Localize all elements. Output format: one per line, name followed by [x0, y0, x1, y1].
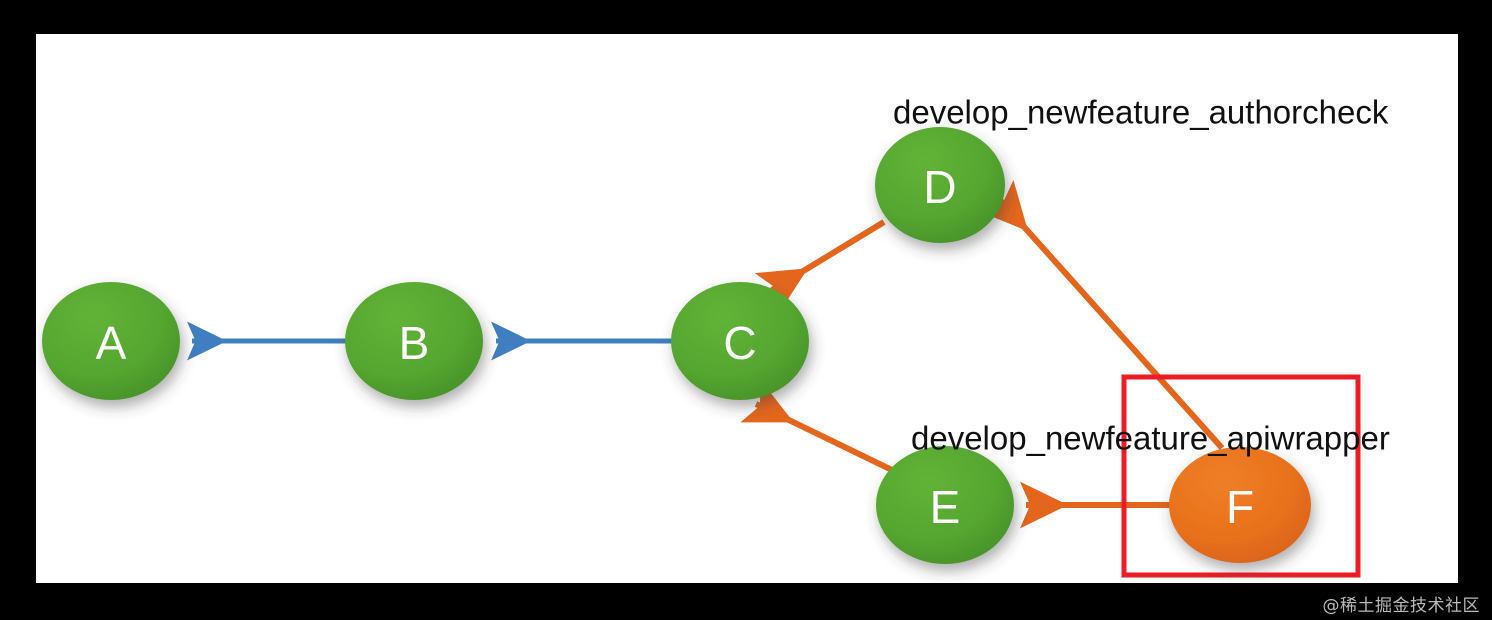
commit-circle-b[interactable]	[345, 282, 483, 400]
edge-E-to-C	[740, 380, 898, 475]
commit-node-e[interactable]: E	[876, 446, 1014, 564]
commit-label-a: A	[96, 317, 127, 369]
commit-node-a[interactable]: A	[42, 282, 180, 400]
edges-layer	[186, 179, 1225, 529]
commit-label-b: B	[399, 317, 430, 369]
commit-circle-a[interactable]	[42, 282, 180, 400]
commit-node-d[interactable]: D	[875, 127, 1005, 243]
commit-circle-c[interactable]	[671, 282, 809, 400]
commit-label-e: E	[930, 481, 961, 533]
commit-label-f: F	[1226, 481, 1254, 533]
commit-circle-d[interactable]	[875, 127, 1005, 243]
branch-labels-layer: develop_newfeature_authorcheck develop_n…	[893, 94, 1390, 457]
edge-D-to-C	[754, 219, 886, 314]
commit-node-f[interactable]: F	[1169, 447, 1311, 563]
branch-label-authorcheck: develop_newfeature_authorcheck	[893, 94, 1389, 131]
commit-circle-e[interactable]	[876, 446, 1014, 564]
commit-node-b[interactable]: B	[345, 282, 483, 400]
commit-label-d: D	[923, 161, 956, 213]
watermark-text: @稀土掘金技术社区	[1322, 596, 1480, 616]
edge-F-to-D	[978, 179, 1225, 451]
nodes-layer: A B C D E F	[42, 127, 1311, 564]
commit-circle-f[interactable]	[1169, 447, 1311, 563]
commit-label-c: C	[723, 317, 756, 369]
highlight-box-f	[1121, 374, 1361, 578]
commit-node-c[interactable]: C	[671, 282, 809, 400]
branch-label-apiwrapper: develop_newfeature_apiwrapper	[911, 420, 1390, 457]
